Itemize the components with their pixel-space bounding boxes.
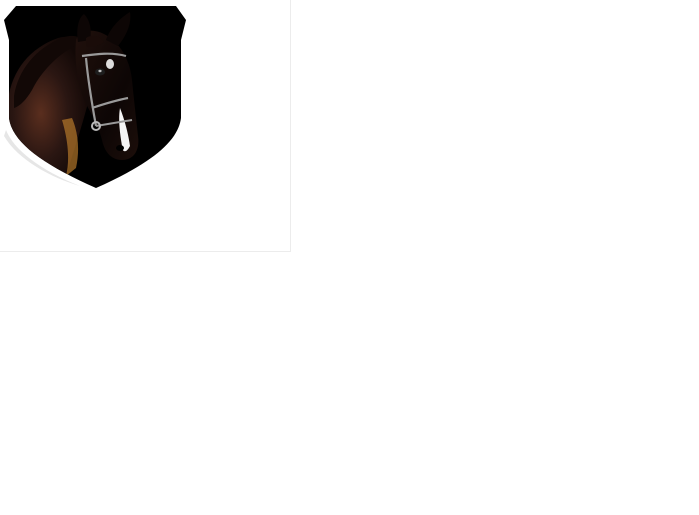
horse-crest-image <box>4 6 186 188</box>
image-panel <box>0 0 291 252</box>
horse-figure <box>8 12 139 176</box>
